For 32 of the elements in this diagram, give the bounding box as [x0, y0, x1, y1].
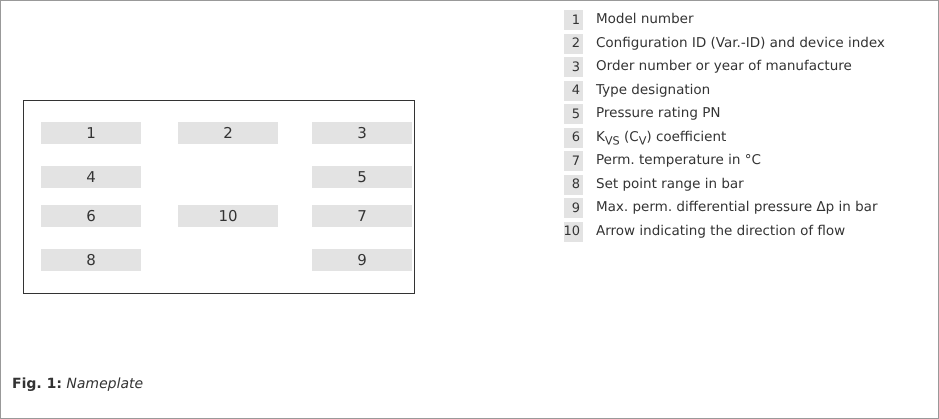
- legend-description: Model number: [596, 11, 694, 27]
- legend-description: Pressure rating PN: [596, 105, 720, 121]
- callout-number: 1: [564, 10, 583, 30]
- field-number: 7: [312, 205, 412, 227]
- field-number: 10: [178, 205, 278, 227]
- field-number: 8: [41, 249, 141, 271]
- legend-description: Order number or year of manufacture: [596, 58, 852, 74]
- legend-description: Max. perm. differential pressure Δp in bar: [596, 199, 878, 215]
- callout-number: 5: [564, 104, 583, 124]
- callout-number: 4: [564, 80, 583, 100]
- field-number: 9: [312, 249, 412, 271]
- field-number: 6: [41, 205, 141, 227]
- callout-number: 8: [564, 174, 583, 194]
- legend-description: Arrow indicating the direction of flow: [596, 222, 846, 238]
- field-number: 3: [312, 122, 412, 144]
- legend-description: K$_{VS}$ (C$_{V}$) coefficient: [596, 128, 726, 148]
- legend-description: Type designation: [596, 82, 710, 98]
- field-number: 2: [178, 122, 278, 144]
- callout-number: 2: [564, 34, 583, 54]
- callout-number: 10: [564, 222, 583, 242]
- callout-number: 9: [564, 198, 583, 218]
- field-number: 5: [312, 166, 412, 188]
- callout-number: 7: [564, 151, 583, 171]
- legend-description: Configuration ID (Var.-ID) and device index: [596, 34, 885, 50]
- field-number: 4: [41, 166, 141, 188]
- nameplate-outline: [23, 100, 415, 294]
- callout-number: 6: [564, 128, 583, 148]
- callout-number: 3: [564, 57, 583, 77]
- figure-caption: Fig. 1: Nameplate: [12, 376, 144, 392]
- legend-description: Set point range in bar: [596, 176, 744, 192]
- field-number: 1: [41, 122, 141, 144]
- legend-description: Perm. temperature in °C: [596, 152, 761, 168]
